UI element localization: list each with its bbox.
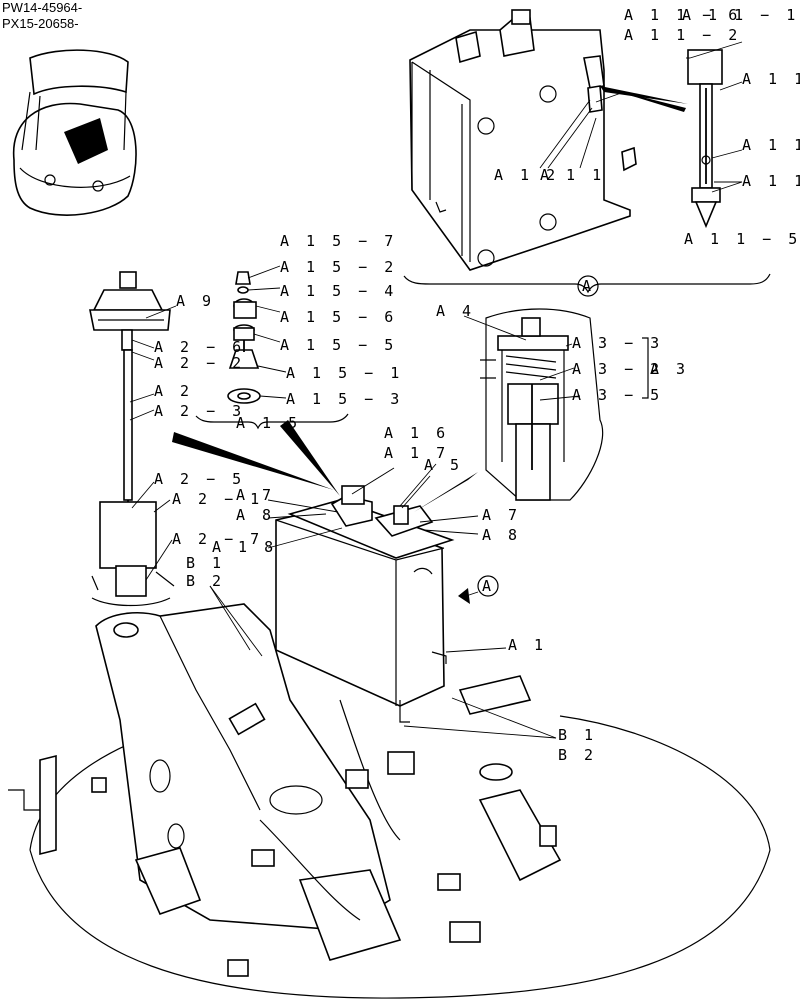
label-a2-7: A 2 − 7 xyxy=(172,530,263,548)
label-a11-d: A 1 1 xyxy=(540,166,605,184)
callout-a-letter-2: A xyxy=(482,577,495,595)
label-a11-2: A 1 1 − 2 xyxy=(624,26,741,44)
base-frame xyxy=(8,603,771,999)
a2-rod-assembly xyxy=(89,271,175,607)
part-labels: A 1 1 − 6 A 1 1 − 1 A 1 1 − 2 A 1 1 A 1 … xyxy=(154,6,800,764)
label-a1: A 1 xyxy=(508,636,547,654)
callout-a-circle xyxy=(577,275,599,297)
callout-a-letter: A xyxy=(582,277,595,295)
label-a4: A 4 xyxy=(436,302,475,320)
label-a15-2: A 1 5 − 2 xyxy=(280,258,397,276)
label-a15: A 1 5 xyxy=(236,414,301,432)
detail-a-tank-top xyxy=(409,9,686,271)
label-b1-bottom: B 1 xyxy=(558,726,597,744)
label-a15-4: A 1 5 − 4 xyxy=(280,282,397,300)
serial-range-2: PX15-20658- xyxy=(2,16,79,31)
label-a11-a: A 1 1 xyxy=(742,70,800,88)
label-a16: A 1 6 xyxy=(384,424,449,442)
label-a8-right: A 8 xyxy=(482,526,521,544)
pointer-wedges xyxy=(172,86,688,512)
label-a15-3: A 1 5 − 3 xyxy=(286,390,403,408)
callout-a-circle-2 xyxy=(477,575,499,597)
label-b2-bottom: B 2 xyxy=(558,746,597,764)
a2-leaders xyxy=(129,305,177,581)
tank-a1 xyxy=(275,485,455,723)
label-a3-2: A 3 − 2 xyxy=(572,360,663,378)
serial-range-1: PW14-45964- xyxy=(2,0,83,15)
label-b2-top: B 2 xyxy=(186,572,225,590)
label-a15-7: A 1 5 − 7 xyxy=(280,232,397,250)
label-a2-1: A 2 − 1 xyxy=(172,490,263,508)
label-a11-c: A 1 1 xyxy=(742,172,800,190)
label-a5: A 5 xyxy=(424,456,463,474)
label-a3: A 3 xyxy=(650,360,689,378)
label-a15-5: A 1 5 − 5 xyxy=(280,336,397,354)
main-leaders xyxy=(209,463,557,739)
label-a8-left: A 8 xyxy=(236,506,275,524)
label-a2-2: A 2 − 2 xyxy=(154,354,245,372)
label-a18: A 1 8 xyxy=(212,538,277,556)
machine-thumbnail xyxy=(12,49,137,216)
a15-exploded-parts xyxy=(227,271,261,404)
label-b1-top: B 1 xyxy=(186,554,225,572)
label-a2-5: A 2 − 5 xyxy=(154,470,245,488)
label-a2-3: A 2 − 3 xyxy=(154,402,245,420)
a15-leaders xyxy=(195,265,349,430)
label-a15-1: A 1 5 − 1 xyxy=(286,364,403,382)
label-a7-left: A 7 xyxy=(236,486,275,504)
label-a3-5: A 3 − 5 xyxy=(572,386,663,404)
label-a9: A 9 xyxy=(176,292,215,310)
label-a7-right: A 7 xyxy=(482,506,521,524)
label-a11-1: A 1 1 − 1 xyxy=(682,6,799,24)
label-a11-5: A 1 1 − 5 xyxy=(684,230,800,248)
label-a17: A 1 7 xyxy=(384,444,449,462)
label-a11-b: A 1 1 xyxy=(742,136,800,154)
level-sensor-rod xyxy=(686,41,743,229)
label-a12: A 1 2 xyxy=(494,166,559,184)
label-a2: A 2 xyxy=(154,382,193,400)
label-a3-3: A 3 − 3 xyxy=(572,334,663,352)
label-a11-6: A 1 1 − 6 xyxy=(624,6,741,24)
detail-a-brace xyxy=(403,273,771,294)
a3-leaders xyxy=(463,315,649,401)
label-a15-6: A 1 5 − 6 xyxy=(280,308,397,326)
label-a2-6: A 2 − 6 xyxy=(154,338,245,356)
a3-detail xyxy=(480,308,604,501)
